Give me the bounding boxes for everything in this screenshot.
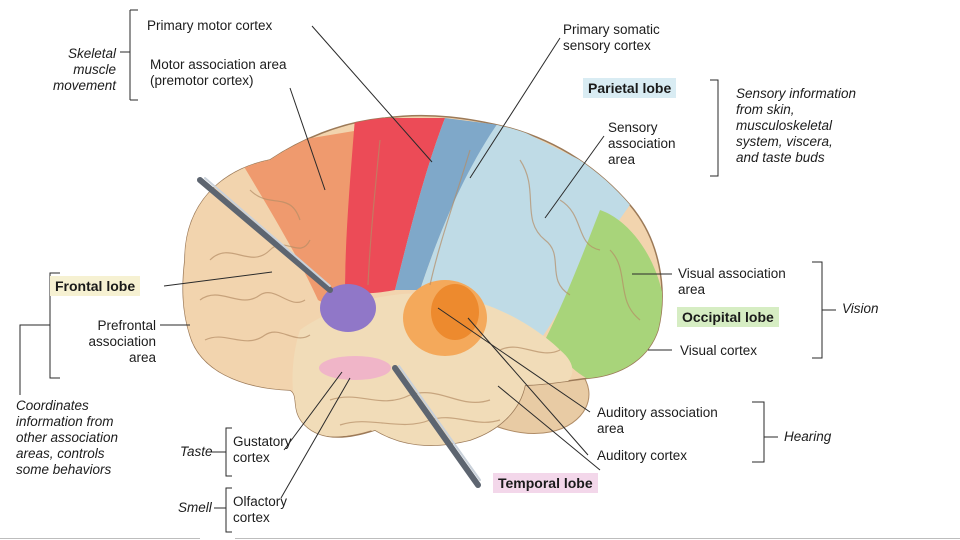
motor-association-label: Motor association area (premotor cortex) bbox=[150, 57, 287, 88]
occipital-lobe-label: Occipital lobe bbox=[677, 307, 779, 327]
olfactory-label: Olfactory cortex bbox=[233, 494, 288, 525]
auditory-association-label: Auditory association area bbox=[597, 405, 718, 436]
primary-motor-label: Primary motor cortex bbox=[147, 18, 273, 33]
upper-probe bbox=[197, 177, 333, 293]
visual-association-label: Visual association area bbox=[678, 266, 786, 297]
parietal-lobe-label: Parietal lobe bbox=[583, 78, 677, 98]
sensory-association-label: Sensory association area bbox=[608, 120, 676, 167]
leader-lines bbox=[19, 9, 836, 533]
gustatory-region bbox=[319, 356, 391, 380]
lower-probe-highlight bbox=[398, 365, 481, 481]
motor-association-region bbox=[240, 130, 360, 302]
temporal-lobe-label: Temporal lobe bbox=[493, 473, 598, 493]
sensory-information-label: Sensory information from skin, musculosk… bbox=[736, 86, 857, 165]
primary-somatic-region bbox=[395, 118, 500, 290]
auditory-cortex-region bbox=[431, 284, 479, 340]
prefrontal-label: Prefrontal association area bbox=[88, 318, 156, 365]
upper-probe-highlight bbox=[204, 177, 331, 287]
primary-somatic-label: Primary somatic sensory cortex bbox=[563, 22, 660, 53]
gustatory-label: Gustatory cortex bbox=[233, 434, 292, 465]
lower-probe bbox=[392, 365, 481, 488]
auditory-cortex-label: Auditory cortex bbox=[597, 448, 688, 463]
bottom-rule-right bbox=[235, 538, 960, 539]
hearing-label: Hearing bbox=[784, 429, 832, 444]
temporal-lobe-region bbox=[292, 293, 573, 446]
taste-label: Taste bbox=[180, 444, 213, 459]
bottom-rule-left bbox=[0, 538, 200, 539]
parietal-lobe-region bbox=[420, 120, 640, 340]
smell-label: Smell bbox=[178, 500, 212, 515]
coordinates-label: Coordinates information from other assoc… bbox=[16, 398, 119, 477]
visual-cortex-label: Visual cortex bbox=[680, 343, 758, 358]
occipital-lobe-region bbox=[545, 210, 663, 380]
frontal-lobe-label: Frontal lobe bbox=[50, 276, 141, 296]
skeletal-muscle-label: Skeletal muscle movement bbox=[52, 46, 116, 93]
vision-label: Vision bbox=[842, 301, 879, 316]
insula-region bbox=[320, 284, 376, 332]
